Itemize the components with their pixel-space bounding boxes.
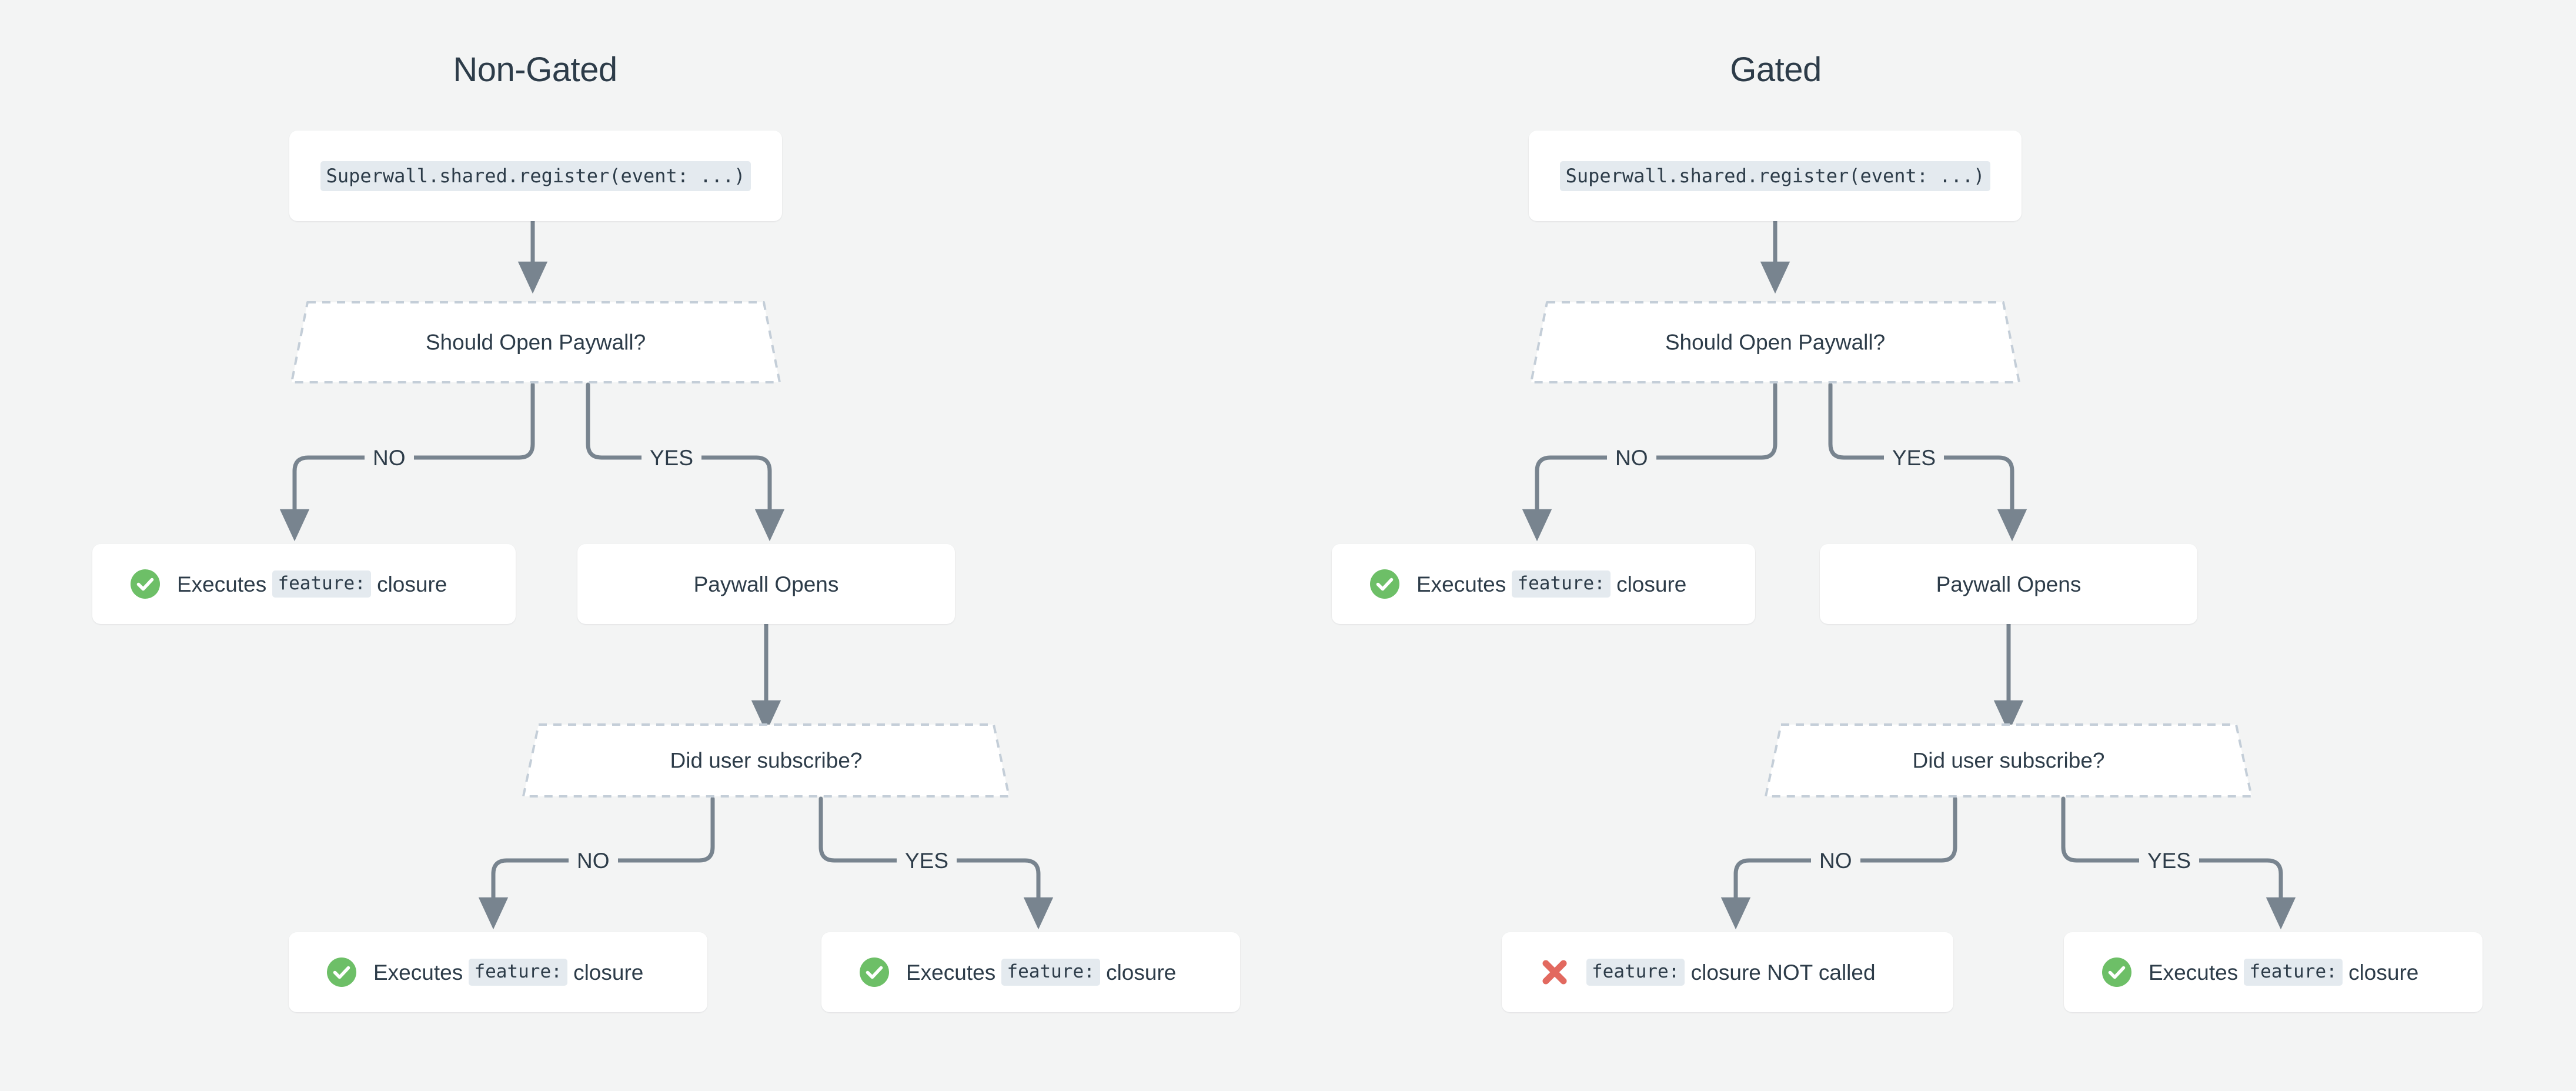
edge-label-yes-subscribe-non-gated: YES bbox=[897, 850, 957, 872]
outcome-label: Executes feature: closure bbox=[2149, 959, 2418, 986]
node-paywall-opens-gated: Paywall Opens bbox=[1820, 544, 2197, 624]
outcome-text-pre: Executes bbox=[373, 960, 463, 985]
paywall-label: Paywall Opens bbox=[1936, 572, 2081, 596]
cross-mark-icon bbox=[1542, 960, 1567, 985]
outcome-text-post: closure NOT called bbox=[1690, 960, 1876, 985]
entry-code-snippet: Superwall.shared.register(event: ...) bbox=[1559, 161, 1991, 191]
check-circle-icon bbox=[131, 569, 160, 599]
trapezoid-shape bbox=[290, 301, 781, 383]
edge-label-yes-subscribe-gated: YES bbox=[2139, 850, 2200, 872]
outcome-text-post: closure bbox=[377, 572, 447, 596]
decision-did-user-subscribe-gated: Did user subscribe? bbox=[1763, 722, 2254, 799]
check-circle-icon bbox=[327, 957, 356, 987]
outcome-label: Executes feature: closure bbox=[177, 570, 447, 598]
outcome-code-chip: feature: bbox=[272, 570, 371, 598]
decision-label: Should Open Paywall? bbox=[425, 330, 646, 355]
edge-decision-no-right bbox=[1522, 382, 1778, 542]
node-outcome-subscribe-yes-gated: Executes feature: closure bbox=[2064, 932, 2483, 1012]
edge-label-no-subscribe-non-gated: NO bbox=[569, 850, 618, 872]
entry-code-snippet: Superwall.shared.register(event: ...) bbox=[320, 161, 751, 191]
node-outcome-no-gated: Executes feature: closure bbox=[1332, 544, 1755, 624]
node-outcome-subscribe-no-gated: feature: closure NOT called bbox=[1502, 932, 1953, 1012]
node-outcome-subscribe-yes-non-gated: Executes feature: closure bbox=[821, 932, 1240, 1012]
outcome-text-pre: Executes bbox=[1416, 572, 1506, 596]
edge-label-no-paywall-non-gated: NO bbox=[365, 447, 414, 469]
edge-label-yes-paywall-gated: YES bbox=[1884, 447, 1944, 469]
check-circle-icon bbox=[1370, 569, 1399, 599]
node-outcome-no-non-gated: Executes feature: closure bbox=[92, 544, 516, 624]
outcome-text-post: closure bbox=[2348, 960, 2419, 985]
outcome-text-post: closure bbox=[1106, 960, 1177, 985]
outcome-text-pre: Executes bbox=[177, 572, 267, 596]
edge-label-yes-paywall-non-gated: YES bbox=[642, 447, 702, 469]
outcome-text-post: closure bbox=[573, 960, 644, 985]
outcome-label: Executes feature: closure bbox=[906, 959, 1176, 986]
check-circle-icon bbox=[860, 957, 889, 987]
outcome-text-pre: Executes bbox=[2149, 960, 2238, 985]
node-entry-gated: Superwall.shared.register(event: ...) bbox=[1529, 131, 2022, 221]
outcome-code-chip: feature: bbox=[1586, 959, 1685, 986]
outcome-label: feature: closure NOT called bbox=[1586, 959, 1876, 986]
outcome-code-chip: feature: bbox=[1512, 570, 1611, 598]
decision-should-open-paywall-gated: Should Open Paywall? bbox=[1529, 300, 2022, 385]
edge-decision-no-left bbox=[279, 382, 535, 542]
outcome-text-post: closure bbox=[1616, 572, 1687, 596]
decision-label: Did user subscribe? bbox=[670, 748, 863, 773]
paywall-label: Paywall Opens bbox=[693, 572, 839, 596]
trapezoid-shape bbox=[1530, 301, 2020, 383]
outcome-label: Executes feature: closure bbox=[1416, 570, 1686, 598]
edge-label-no-paywall-gated: NO bbox=[1607, 447, 1656, 469]
column-title-gated: Gated bbox=[1730, 51, 1822, 89]
trapezoid-shape bbox=[522, 723, 1010, 798]
outcome-code-chip: feature: bbox=[2244, 959, 2343, 986]
check-circle-icon bbox=[2102, 957, 2131, 987]
edge-label-no-subscribe-gated: NO bbox=[1811, 850, 1860, 872]
decision-did-user-subscribe-non-gated: Did user subscribe? bbox=[521, 722, 1011, 799]
node-outcome-subscribe-no-non-gated: Executes feature: closure bbox=[289, 932, 707, 1012]
decision-should-open-paywall-non-gated: Should Open Paywall? bbox=[289, 300, 782, 385]
node-entry-non-gated: Superwall.shared.register(event: ...) bbox=[289, 131, 782, 221]
decision-label: Did user subscribe? bbox=[1912, 748, 2105, 773]
outcome-code-chip: feature: bbox=[469, 959, 567, 986]
outcome-text-pre: Executes bbox=[906, 960, 996, 985]
trapezoid-shape bbox=[1765, 723, 2253, 798]
outcome-code-chip: feature: bbox=[1001, 959, 1100, 986]
outcome-label: Executes feature: closure bbox=[373, 959, 643, 986]
node-paywall-opens-non-gated: Paywall Opens bbox=[577, 544, 955, 624]
decision-label: Should Open Paywall? bbox=[1665, 330, 1886, 355]
column-title-non-gated: Non-Gated bbox=[453, 51, 617, 89]
